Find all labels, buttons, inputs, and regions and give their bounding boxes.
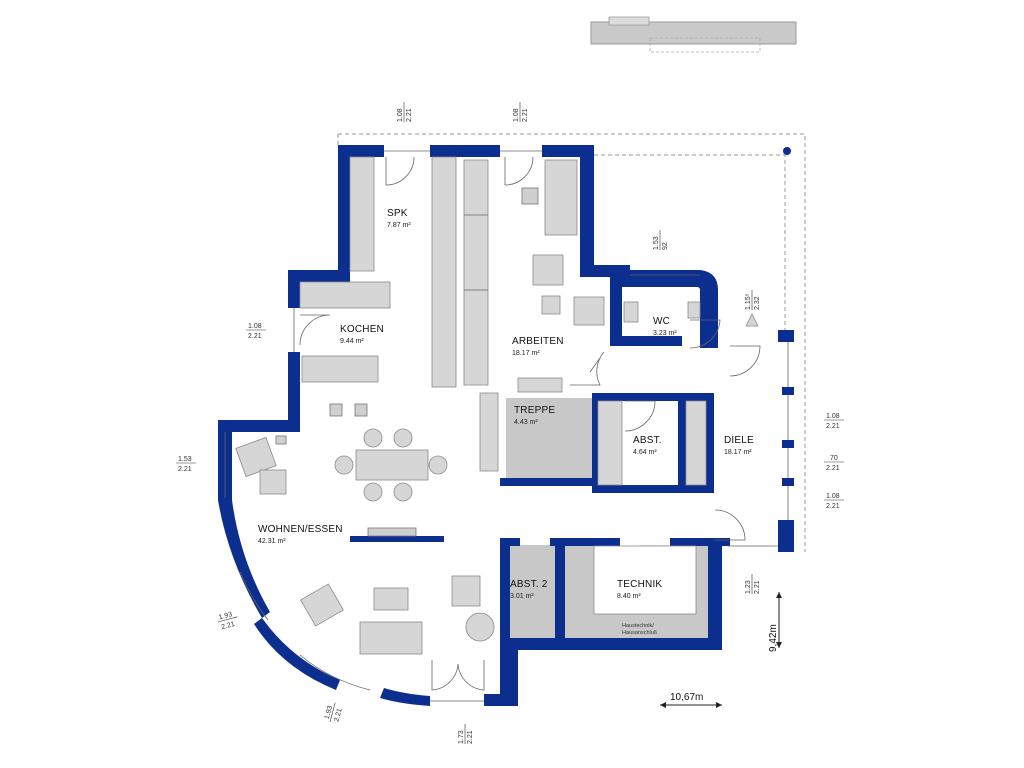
dim-diag: 1.93 [218,611,233,621]
room-area: 3.23 m² [653,330,677,337]
dim-terrace: 92 [662,242,669,250]
dim-terrace: 1.53 [653,236,660,250]
room-area: 4.43 m² [514,419,538,426]
room-name: WC [653,316,670,327]
dim-right: 2.21 [754,580,761,594]
room-area: 4.64 m² [633,449,657,456]
dim-bottom: 1.73 [458,730,465,744]
dim-top: 1.08 [513,108,520,122]
room-area: 3.01 m² [510,593,534,600]
room-name: ARBEITEN [512,336,564,347]
room-area: 18.17 m² [512,350,540,357]
dim-top: 2.21 [522,108,529,122]
dim-top: 1.08 [397,108,404,122]
dim-left: 1.53 [178,456,192,463]
scale-width: 10,67m [670,692,703,703]
technik-note: Haustechnik/ [622,623,654,629]
windows [224,150,789,702]
walls [218,145,794,706]
dim-left: 1.08 [248,323,262,330]
dim-right: 1.08 [826,493,840,500]
dim-right: 1.23 [745,580,752,594]
technik-note: Hausanschluß [622,630,658,636]
room-name: TREPPE [514,405,555,416]
dimension-labels: 1.08 2.21 1.08 2.21 1.53 92 1.15⁵ 2.32 1… [176,102,844,744]
dim-top: 2.21 [406,108,413,122]
room-area: 7.87 m² [387,222,411,229]
room-name: SPK [387,208,408,219]
dim-wc: 1.15⁵ [745,293,752,310]
dim-right: 2.21 [826,423,840,430]
room-area: 42.31 m² [258,538,286,545]
room-name: WOHNEN/ESSEN [258,524,343,535]
dim-bottom: 2.21 [467,730,474,744]
scale-bars: 10,67m 9,42m [660,592,782,708]
room-labels: SPK 7.87 m² KOCHEN 9.44 m² ARBEITEN 18.1… [258,208,754,636]
dim-right: 70 [830,455,838,462]
scale-height: 9,42m [768,624,779,652]
room-name: ABST. [633,435,662,446]
dim-wc: 2.32 [754,296,761,310]
room-name: DIELE [724,435,754,446]
room-area: 8.40 m² [617,593,641,600]
dim-left: 2.21 [248,333,262,340]
dim-right: 2.21 [826,503,840,510]
dim-diag: 2.21 [221,621,236,631]
dim-right: 2.21 [826,465,840,472]
room-area: 18.17 m² [724,449,752,456]
dim-left: 2.21 [178,466,192,473]
dim-right: 1.08 [826,413,840,420]
room-area: 9.44 m² [340,338,364,345]
dim-diag: 2.21 [333,708,343,723]
room-name: ABST. 2 [510,579,548,590]
terrace-outline [337,133,806,552]
room-name: KOCHEN [340,324,384,335]
site-marker [590,16,797,53]
dim-diag: 1.93 [324,705,334,720]
room-name: TECHNIK [617,579,662,590]
furniture [235,147,791,655]
